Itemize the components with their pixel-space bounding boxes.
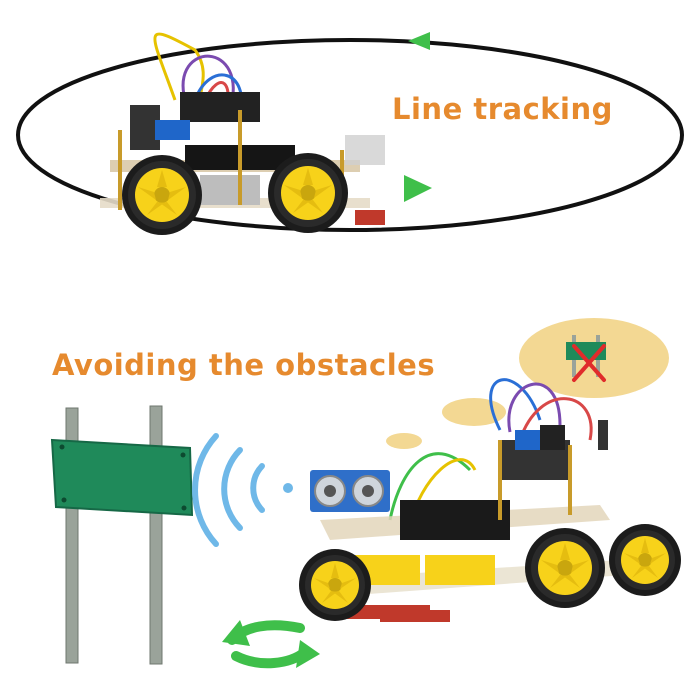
thought-bubbles xyxy=(386,318,669,449)
green-arrow-icon xyxy=(404,175,432,202)
line-tracking-track xyxy=(16,38,684,232)
line-tracking-caption: Line tracking xyxy=(392,92,613,126)
x-mark-icon xyxy=(572,344,606,382)
green-arrow-icon xyxy=(408,32,430,50)
green-arrow-icon xyxy=(222,620,320,669)
signal-wave-icon xyxy=(192,433,293,547)
line-tracking-robot-car xyxy=(100,32,385,235)
obstacle-robot-car xyxy=(299,378,681,622)
obstacle-sign xyxy=(50,405,194,665)
avoiding-obstacles-caption: Avoiding the obstacles xyxy=(52,348,436,382)
